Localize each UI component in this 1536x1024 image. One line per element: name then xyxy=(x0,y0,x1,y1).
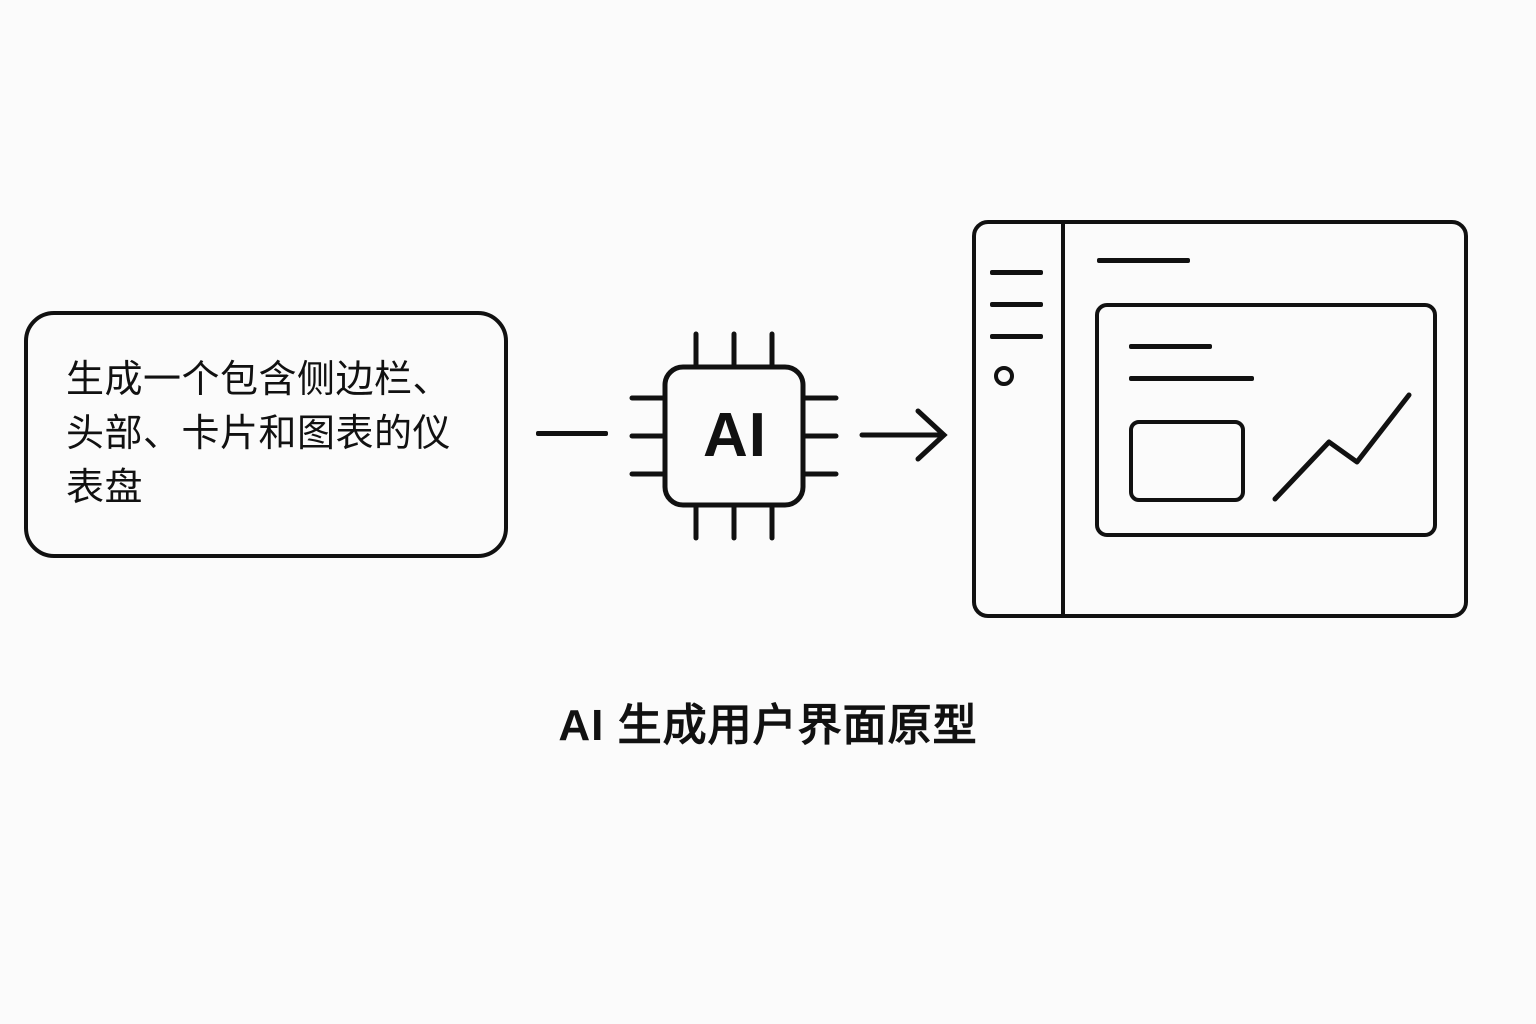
prompt-text: 生成一个包含侧边栏、头部、卡片和图表的仪表盘 xyxy=(66,359,452,509)
connector-dash xyxy=(536,431,608,436)
figure-caption: AI 生成用户界面原型 xyxy=(558,701,978,750)
avatar xyxy=(994,366,1014,386)
chip-label: AI xyxy=(703,401,767,470)
prompt-bubble: 生成一个包含侧边栏、头部、卡片和图表的仪表盘 xyxy=(24,311,508,558)
arrow-right-icon xyxy=(858,404,954,466)
content-panel xyxy=(1095,303,1437,537)
ai-chip-icon: AI xyxy=(618,320,850,552)
dashboard-mockup xyxy=(972,220,1468,618)
stat-card xyxy=(1129,420,1245,502)
chip-svg xyxy=(629,331,839,541)
line-chart-svg xyxy=(1272,392,1412,502)
sidebar-item-2 xyxy=(990,302,1043,307)
panel-text-line-1 xyxy=(1129,344,1212,349)
sidebar-divider xyxy=(1061,220,1065,618)
arrow-svg xyxy=(859,408,948,462)
sidebar-item-3 xyxy=(990,334,1043,339)
header-title-bar xyxy=(1097,258,1190,263)
line-chart xyxy=(1269,387,1419,507)
sidebar-item-1 xyxy=(990,270,1043,275)
panel-text-line-2 xyxy=(1129,376,1254,381)
